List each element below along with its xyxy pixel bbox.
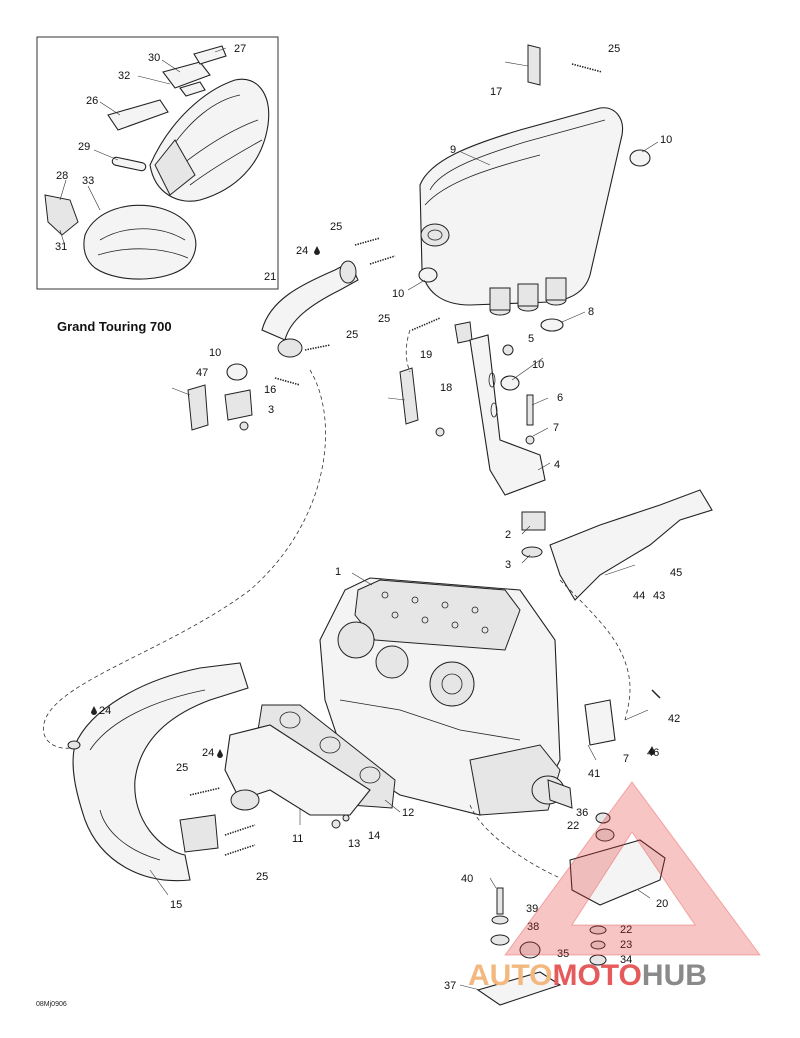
callout-32: 32	[118, 70, 130, 82]
callout-21: 21	[264, 271, 276, 283]
watermark-part-1: AUTO	[468, 959, 552, 992]
engine-mount-41	[584, 699, 616, 746]
callout-7: 7	[623, 753, 629, 765]
callout-25: 25	[346, 329, 358, 341]
callout-19: 19	[420, 349, 432, 361]
callout-2: 2	[505, 529, 511, 541]
callout-20: 20	[656, 898, 668, 910]
callout-25: 25	[176, 762, 188, 774]
grand-touring-inset	[36, 36, 279, 290]
bracket-18	[387, 321, 473, 437]
callout-29: 29	[78, 141, 90, 153]
watermark-triangle	[504, 781, 761, 956]
callout-40: 40	[461, 873, 473, 885]
exhaust-springs	[189, 63, 603, 856]
callout-1: 1	[335, 566, 341, 578]
drawing-code: 08Mj0906	[36, 1001, 67, 1008]
callout-42: 42	[668, 713, 680, 725]
model-heading: Grand Touring 700	[57, 319, 172, 334]
callout-24: 24	[99, 705, 111, 717]
watermark: AUTOMOTOHUB	[468, 781, 761, 992]
callout-3: 3	[268, 404, 274, 416]
callout-25: 25	[256, 871, 268, 883]
callout-17: 17	[490, 86, 502, 98]
lower-mount	[459, 812, 666, 1006]
callout-10: 10	[532, 359, 544, 371]
callout-7: 7	[553, 422, 559, 434]
exhaust-pipe-21	[261, 260, 359, 358]
manifold-and-gasket	[224, 704, 396, 829]
callout-22: 22	[567, 820, 579, 832]
routing-lines	[43, 329, 631, 879]
engine	[319, 577, 573, 816]
callout-4: 4	[554, 459, 560, 471]
callout-11: 11	[292, 833, 303, 845]
callout-41: 41	[588, 768, 600, 780]
callout-18: 18	[440, 382, 452, 394]
callout-31: 31	[55, 241, 67, 253]
muffler-support-4	[469, 334, 546, 558]
callout-25: 25	[608, 43, 620, 55]
callout-23: 23	[620, 939, 632, 951]
callout-leaders	[149, 141, 659, 899]
callout-44: 44	[633, 590, 645, 602]
callout-24: 24	[202, 747, 214, 759]
callout-28: 28	[56, 170, 68, 182]
callout-22: 22	[620, 924, 632, 936]
tuned-pipe-15	[67, 662, 249, 882]
callout-36: 36	[576, 807, 588, 819]
callout-35: 35	[557, 948, 569, 960]
callout-33: 33	[82, 175, 94, 187]
callout-12: 12	[402, 807, 414, 819]
muffler-assembly	[419, 44, 624, 316]
callout-numbers: 1 2 3 3 4 5 6 7 7 8 9 10 10 10 10 11 12 …	[55, 43, 682, 992]
callout-15: 15	[170, 899, 182, 911]
callout-8: 8	[588, 306, 594, 318]
callout-6: 6	[557, 392, 563, 404]
callout-25: 25	[378, 313, 390, 325]
watermark-text: AUTOMOTOHUB	[468, 959, 707, 992]
callout-3: 3	[505, 559, 511, 571]
callout-30: 30	[148, 52, 160, 64]
callout-45: 45	[670, 567, 682, 579]
callout-37: 37	[444, 980, 456, 992]
callout-16: 16	[264, 384, 276, 396]
watermark-part-2: MOTO	[552, 959, 641, 992]
callout-5: 5	[528, 333, 534, 345]
callout-38: 38	[527, 921, 539, 933]
callout-43: 43	[653, 590, 665, 602]
callout-47: 47	[196, 367, 208, 379]
callout-34: 34	[620, 954, 632, 966]
chassis-bracket	[549, 489, 713, 601]
callout-39: 39	[526, 903, 538, 915]
bracket-16	[171, 384, 253, 431]
callout-26: 26	[86, 95, 98, 107]
callout-10: 10	[660, 134, 672, 146]
lubricant-drops	[91, 246, 661, 758]
callout-13: 13	[348, 838, 360, 850]
callout-9: 9	[450, 144, 456, 156]
callout-46: 46	[647, 747, 659, 759]
callout-10: 10	[209, 347, 221, 359]
callout-14: 14	[368, 830, 380, 842]
callout-27: 27	[234, 43, 246, 55]
callout-24: 24	[296, 245, 308, 257]
watermark-part-3: HUB	[642, 959, 707, 992]
callout-10: 10	[392, 288, 404, 300]
callout-25: 25	[330, 221, 342, 233]
rubber-plugs	[226, 149, 651, 391]
